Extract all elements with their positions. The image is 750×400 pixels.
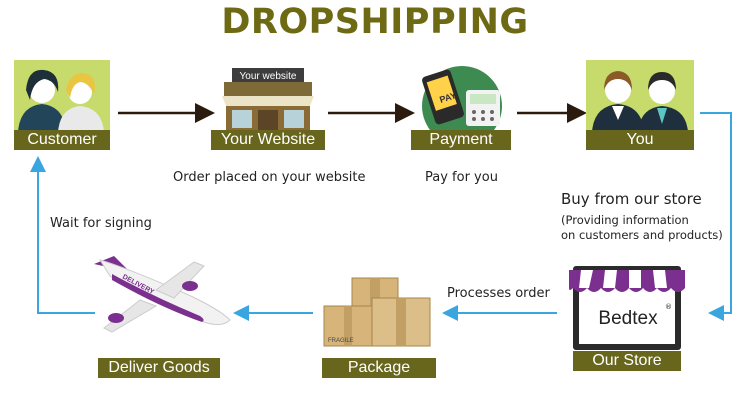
caption-order-placed: Order placed on your website (173, 170, 366, 185)
website-label: Your Website (211, 130, 325, 150)
package-icon: FRAGILE (323, 277, 431, 347)
caption-providing-1: (Providing information (561, 213, 689, 227)
website-sign-text: Your website (240, 71, 297, 82)
storefront-icon: Your website (222, 68, 314, 132)
airplane-icon: DELIVERY (94, 256, 231, 333)
store-label: Our Store (573, 351, 681, 371)
you-label: You (586, 130, 694, 150)
diagram-title: DROPSHIPPING (221, 2, 529, 42)
deliver-label: Deliver Goods (98, 358, 220, 378)
customer-label: Customer (14, 130, 110, 150)
customer-icon (14, 60, 110, 132)
package-label: Package (322, 358, 436, 378)
arrow-you-to-store (700, 112, 732, 321)
caption-providing-2: on customers and products) (561, 228, 723, 242)
you-icon (586, 60, 694, 132)
payment-label: Payment (411, 130, 511, 150)
payment-icon: PAY (422, 66, 502, 146)
bedtex-logo: Bedtex (598, 308, 658, 329)
caption-buy-from-store: Buy from our store (561, 190, 702, 208)
caption-wait-for-signing: Wait for signing (50, 216, 152, 231)
caption-processes-order: Processes order (447, 286, 550, 301)
store-icon (569, 266, 685, 350)
registered-mark-icon: ® (665, 303, 672, 311)
package-box-text: FRAGILE (328, 338, 354, 344)
caption-pay-for-you: Pay for you (425, 170, 498, 185)
